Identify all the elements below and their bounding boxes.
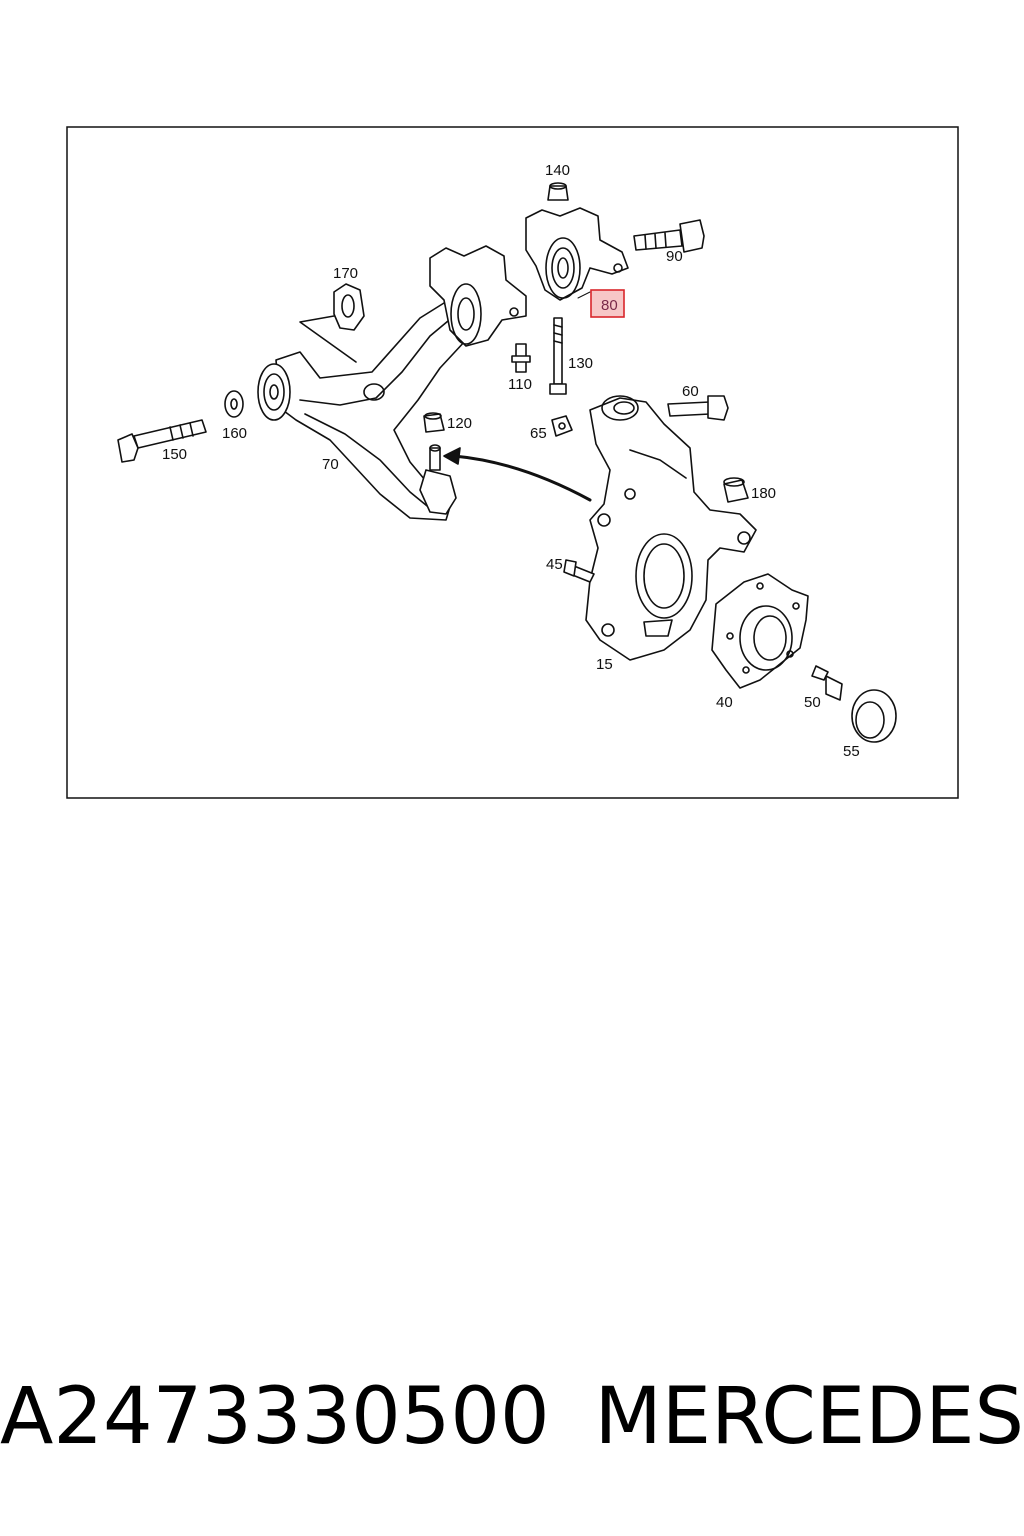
- callout-60: 60: [682, 383, 699, 400]
- bracket-170-part: [299, 283, 365, 363]
- washer-160-part: [224, 390, 244, 418]
- bolt-150-part: [117, 419, 207, 463]
- bolt-90-part: [633, 219, 705, 253]
- brand-name: MERCEDES: [594, 1372, 1024, 1462]
- knuckle-15-part: [585, 395, 757, 661]
- bushing-80-part: [525, 207, 629, 301]
- callout-15: 15: [596, 656, 613, 673]
- nut-180-part: [723, 477, 749, 503]
- hub-40-part: [711, 573, 809, 689]
- diagram-frame: [66, 126, 959, 799]
- callout-50: 50: [804, 694, 821, 711]
- callout-70: 70: [322, 456, 339, 473]
- callout-110: 110: [508, 376, 532, 393]
- callout-150: 150: [162, 446, 187, 463]
- bolt-130-part: [549, 317, 567, 395]
- assembly-arrow: [443, 447, 592, 502]
- callout-160: 160: [222, 425, 247, 442]
- nut-140-part: [547, 182, 569, 201]
- callout-55: 55: [843, 743, 860, 760]
- callout-65: 65: [530, 425, 547, 442]
- nut-120-part: [423, 412, 445, 433]
- callout-90: 90: [666, 248, 683, 265]
- highlight-box-80: [590, 289, 625, 318]
- callout-180: 180: [751, 485, 776, 502]
- callout-130: 130: [568, 355, 593, 372]
- nut-65-part: [551, 415, 573, 437]
- callout-45: 45: [546, 556, 563, 573]
- part-caption: A2473330500 MERCEDES: [0, 1362, 1024, 1472]
- callout-80: 80: [601, 297, 618, 314]
- cap-55-part: [851, 689, 897, 743]
- part-number: A2473330500: [0, 1372, 550, 1462]
- callout-140: 140: [545, 162, 570, 179]
- bolt-110-part: [511, 343, 531, 373]
- bolt-45-part: [563, 559, 595, 583]
- control-arm-70-part: [257, 245, 527, 521]
- bolt-60-part: [667, 395, 729, 421]
- callout-120: 120: [447, 415, 472, 432]
- callout-170: 170: [333, 265, 358, 282]
- bolt-50-part: [811, 665, 843, 701]
- callout-40: 40: [716, 694, 733, 711]
